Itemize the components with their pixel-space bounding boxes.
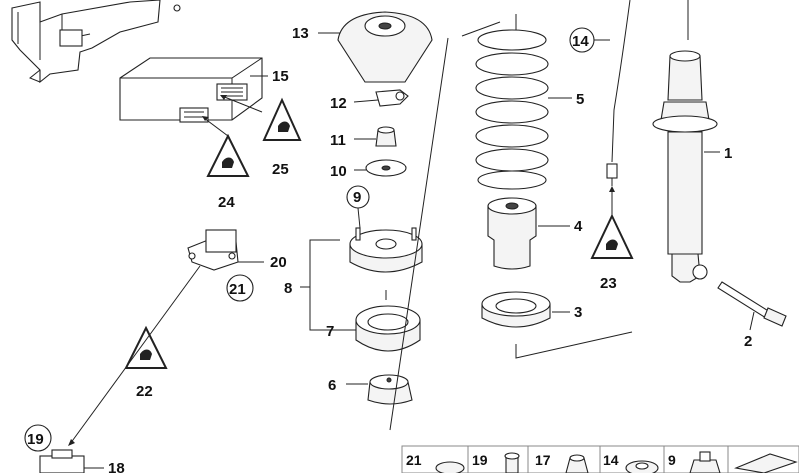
label-6: 6 — [328, 377, 336, 394]
label-9: 9 — [353, 189, 361, 206]
label-23: 23 — [600, 275, 617, 292]
warning-triangle-icon — [262, 97, 302, 141]
hardware-legend-strip — [401, 445, 799, 473]
label-14: 14 — [572, 33, 589, 50]
legend-part-9 — [689, 451, 721, 473]
label-25: 25 — [272, 161, 289, 178]
warning-triangle-icon — [206, 133, 250, 177]
sensor-bracket — [187, 229, 239, 271]
washer — [365, 159, 407, 177]
label-2: 2 — [744, 333, 752, 350]
label-11: 11 — [330, 132, 346, 149]
shock-absorber — [652, 0, 718, 283]
label-22: 22 — [136, 383, 153, 400]
mount-bearing — [349, 227, 423, 273]
label-20: 20 — [270, 254, 287, 271]
bolt — [717, 281, 787, 327]
bushing — [375, 126, 397, 147]
control-unit — [119, 57, 263, 123]
legend-item-17: 17 — [535, 452, 551, 468]
axis-diagonal — [389, 37, 449, 431]
legend-item-14: 14 — [603, 452, 619, 468]
legend-part-14 — [625, 460, 659, 473]
label-24: 24 — [218, 194, 235, 211]
bump-stop — [487, 197, 537, 270]
sensor-cable — [606, 0, 631, 186]
sensor-module — [39, 449, 85, 473]
label-19: 19 — [27, 431, 44, 448]
label-13: 13 — [292, 25, 309, 42]
legend-part-pad — [734, 453, 798, 473]
label-1: 1 — [724, 145, 732, 162]
bearing-ring — [355, 305, 421, 352]
label-18: 18 — [108, 460, 125, 473]
legend-item-21: 21 — [406, 452, 422, 468]
legend-part-17 — [565, 454, 589, 473]
mounting-bracket — [11, 0, 181, 84]
leader-9 — [357, 207, 361, 229]
leader-12 — [353, 99, 379, 103]
coil-spring — [475, 29, 549, 190]
clip — [375, 89, 409, 107]
circle-19 — [24, 424, 52, 452]
label-15: 15 — [272, 68, 289, 85]
circle-21 — [226, 274, 254, 302]
top-mount — [337, 11, 433, 83]
spring-pad — [481, 291, 551, 328]
arrow-22 — [69, 265, 201, 445]
label-3: 3 — [574, 304, 582, 321]
label-21: 21 — [229, 281, 246, 298]
leader-2 — [749, 311, 755, 331]
dust-cap — [367, 374, 413, 405]
label-5: 5 — [576, 91, 584, 108]
label-7: 7 — [326, 323, 334, 340]
warning-triangle-icon — [590, 213, 634, 259]
label-10: 10 — [330, 163, 347, 180]
label-4: 4 — [574, 218, 583, 235]
warning-triangle-icon — [124, 325, 168, 369]
label-8: 8 — [284, 280, 292, 297]
label-12: 12 — [330, 95, 347, 112]
arrow-24 — [203, 117, 229, 137]
spring-group-lines — [461, 21, 633, 359]
legend-item-19: 19 — [472, 452, 488, 468]
group-bracket-8 — [309, 239, 340, 331]
legend-part-19 — [504, 452, 520, 473]
legend-item-9: 9 — [668, 452, 676, 468]
legend-part-21 — [435, 461, 465, 473]
arrow-25 — [221, 95, 263, 113]
